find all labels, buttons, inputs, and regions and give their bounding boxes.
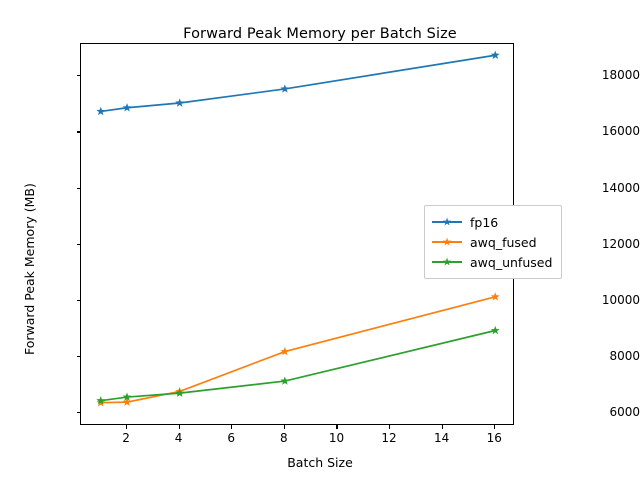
legend-label: awq_fused bbox=[470, 234, 537, 250]
legend-line bbox=[432, 261, 462, 263]
data-point-marker bbox=[175, 98, 185, 107]
x-tick-mark bbox=[178, 425, 180, 429]
x-tick-mark bbox=[126, 425, 128, 429]
data-point-marker bbox=[122, 392, 132, 401]
x-tick-mark bbox=[231, 425, 233, 429]
legend-swatch: ★ bbox=[432, 255, 462, 269]
data-point-marker bbox=[280, 376, 290, 385]
series-line bbox=[100, 295, 496, 404]
star-icon: ★ bbox=[442, 255, 452, 269]
star-icon: ★ bbox=[442, 235, 452, 249]
y-tick-mark bbox=[76, 131, 80, 133]
y-axis-label: Forward Peak Memory (MB) bbox=[22, 183, 37, 355]
data-point-marker bbox=[122, 103, 132, 112]
x-tick-mark bbox=[336, 425, 338, 429]
y-tick-mark bbox=[76, 300, 80, 302]
legend: ★ fp16 ★ awq_fused ★ awq_unfused bbox=[424, 205, 563, 279]
data-point-marker bbox=[280, 84, 290, 93]
data-point-marker bbox=[280, 346, 290, 356]
legend-swatch: ★ bbox=[432, 235, 462, 249]
y-tick-mark bbox=[76, 75, 80, 77]
x-tick-mark bbox=[389, 425, 391, 429]
legend-line bbox=[432, 221, 462, 223]
y-tick-label: 14000 bbox=[601, 180, 640, 195]
legend-item-awq_unfused[interactable]: ★ awq_unfused bbox=[432, 252, 552, 272]
y-tick-mark bbox=[76, 243, 80, 245]
x-tick-mark bbox=[441, 425, 443, 429]
x-tick-label: 16 bbox=[486, 431, 502, 445]
x-tick-label: 12 bbox=[381, 431, 397, 445]
data-point-marker bbox=[122, 397, 132, 406]
y-tick-label: 18000 bbox=[601, 68, 640, 83]
legend-line bbox=[432, 241, 462, 243]
series-line bbox=[100, 329, 496, 402]
data-point-marker bbox=[490, 292, 500, 301]
legend-item-fp16[interactable]: ★ fp16 bbox=[432, 212, 552, 232]
x-tick-mark bbox=[283, 425, 285, 429]
x-tick-label: 8 bbox=[280, 431, 288, 445]
legend-swatch: ★ bbox=[432, 215, 462, 229]
legend-label: awq_unfused bbox=[470, 254, 553, 270]
data-point-marker bbox=[490, 50, 500, 59]
y-tick-label: 6000 bbox=[609, 405, 640, 420]
legend-item-awq_fused[interactable]: ★ awq_fused bbox=[432, 232, 552, 252]
data-point-marker bbox=[175, 388, 185, 397]
chart-title: Forward Peak Memory per Batch Size bbox=[183, 26, 457, 42]
y-tick-label: 10000 bbox=[601, 293, 640, 307]
series-fp16 bbox=[96, 50, 500, 116]
x-tick-label: 10 bbox=[328, 431, 345, 445]
data-point-marker bbox=[96, 396, 106, 405]
series-awq_unfused bbox=[96, 325, 500, 405]
x-tick-label: 6 bbox=[227, 431, 236, 445]
data-point-marker bbox=[96, 106, 106, 116]
x-tick-label: 2 bbox=[122, 431, 130, 445]
series-awq_fused bbox=[96, 292, 500, 407]
y-tick-mark bbox=[76, 412, 80, 414]
series-line bbox=[100, 54, 496, 113]
data-point-marker bbox=[490, 325, 500, 335]
y-tick-mark bbox=[76, 356, 80, 358]
y-tick-label: 12000 bbox=[601, 236, 640, 251]
star-icon: ★ bbox=[442, 215, 452, 229]
y-tick-mark bbox=[76, 187, 80, 189]
y-tick-label: 8000 bbox=[609, 349, 640, 364]
y-tick-label: 16000 bbox=[601, 124, 640, 139]
x-tick-label: 14 bbox=[434, 431, 450, 445]
x-axis-label: Batch Size bbox=[287, 455, 353, 470]
legend-label: fp16 bbox=[470, 214, 499, 230]
x-tick-label: 4 bbox=[174, 431, 183, 445]
x-tick-mark bbox=[494, 425, 496, 429]
series-layer bbox=[96, 50, 500, 407]
